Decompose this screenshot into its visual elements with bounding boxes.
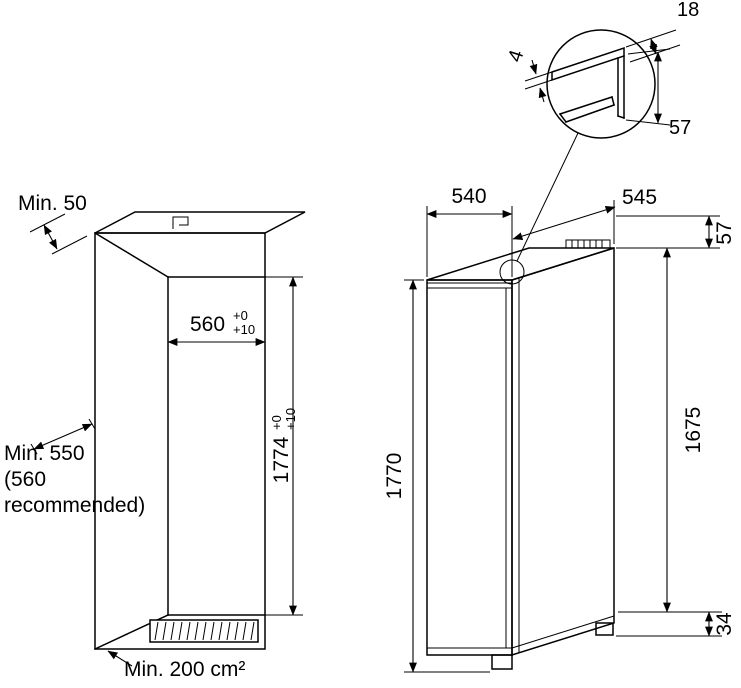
top-recess-value: 57 [713, 221, 736, 244]
dim-appliance-width: 540 [426, 185, 513, 277]
dim-trim-height: 57 [625, 48, 691, 139]
cable-notch [172, 216, 189, 229]
rear-foot [595, 622, 614, 636]
dim-min-side-clearance: Min. 50 [18, 192, 88, 255]
plinth-edge [511, 615, 615, 649]
niche-width-value: 560 [190, 313, 225, 336]
trim-height-value: 57 [669, 117, 691, 139]
niche-width-tol-lower: +10 [233, 322, 255, 337]
vent-area-label: Min. 200 cm² [124, 658, 245, 681]
bottom-clearance-value: 34 [713, 612, 736, 636]
niche-depth-line3: recommended) [4, 494, 145, 517]
trim-profile [551, 46, 625, 124]
detail-leader-line [516, 132, 579, 262]
appliance-depth-value: 545 [622, 186, 657, 209]
min-side-clearance-label: Min. 50 [18, 192, 87, 215]
flange-thickness-value: 4 [504, 47, 528, 64]
niche-outline [93, 211, 306, 650]
niche-drawing: Min. 50 560 +0 +10 1774 +0 +10 Min. 550 … [4, 192, 306, 681]
appliance-width-value: 540 [451, 185, 486, 208]
total-height-value: 1770 [383, 453, 406, 500]
dim-niche-width: 560 +0 +10 [167, 308, 266, 346]
dim-flange-width: 18 [625, 0, 699, 63]
niche-depth-line2: (560 [4, 468, 46, 491]
dim-door-height: 1675 [616, 247, 705, 613]
door-height-value: 1675 [682, 407, 705, 454]
appliance-outline [426, 246, 615, 657]
niche-height-tol-lower: +10 [283, 408, 298, 430]
top-vent-grille [565, 239, 611, 249]
dim-top-recess: 57 [616, 215, 736, 249]
niche-height-value: 1774 [270, 436, 293, 483]
niche-depth-line1: Min. 550 [4, 442, 85, 465]
niche-width-tol-upper: +0 [233, 308, 248, 323]
dim-bottom-clearance: 34 [616, 611, 736, 637]
dim-niche-height: 1774 +0 +10 [265, 276, 303, 616]
feet [491, 622, 614, 670]
flange-width-value: 18 [677, 0, 699, 21]
appliance-drawing: 540 545 57 1770 1675 [383, 132, 736, 673]
dim-flange-thickness: 4 [504, 47, 553, 103]
niche-height-tol-upper: +0 [269, 415, 284, 430]
dim-total-height: 1770 [383, 279, 490, 673]
vent-grille [149, 619, 259, 643]
dim-vent-area: Min. 200 cm² [107, 650, 245, 681]
trim-detail: 18 4 57 [504, 0, 699, 139]
front-foot [491, 654, 513, 670]
dim-appliance-depth: 545 [512, 186, 657, 244]
dim-niche-depth: Min. 550 (560 recommended) [4, 418, 145, 517]
